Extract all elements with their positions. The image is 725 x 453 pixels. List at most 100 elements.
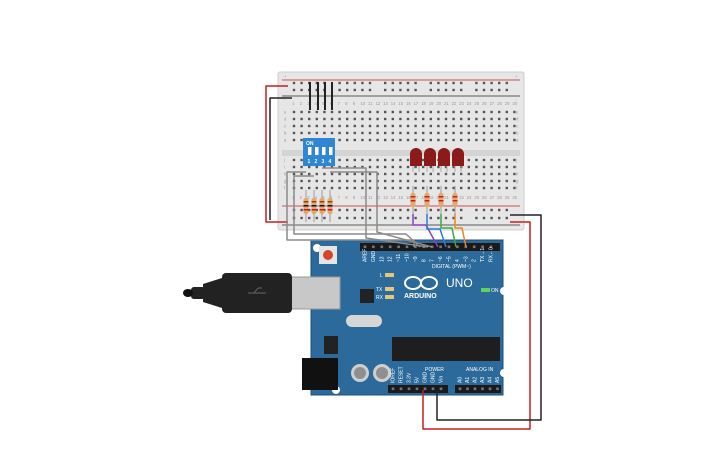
header-pin[interactable] — [414, 245, 417, 249]
breadboard-hole[interactable] — [467, 124, 470, 128]
header-pin[interactable] — [447, 245, 451, 249]
breadboard-hole[interactable] — [467, 179, 470, 183]
rail-hole[interactable] — [315, 208, 318, 212]
breadboard-hole[interactable] — [292, 172, 296, 176]
breadboard-hole[interactable] — [323, 117, 326, 121]
rail-hole[interactable] — [384, 88, 387, 92]
rail-hole[interactable] — [308, 216, 311, 220]
breadboard-hole[interactable] — [482, 165, 486, 169]
rail-hole[interactable] — [460, 208, 463, 212]
breadboard-hole[interactable] — [292, 165, 296, 169]
rail-hole[interactable] — [444, 216, 448, 220]
rail-hole[interactable] — [300, 81, 303, 85]
breadboard-hole[interactable] — [444, 110, 448, 114]
rail-hole[interactable] — [490, 81, 493, 85]
breadboard-hole[interactable] — [452, 131, 455, 135]
wire-purple[interactable] — [412, 214, 439, 248]
breadboard-hole[interactable] — [300, 110, 303, 114]
breadboard-hole[interactable] — [338, 124, 341, 128]
wire-green[interactable] — [440, 214, 457, 248]
breadboard-hole[interactable] — [482, 117, 486, 121]
breadboard-hole[interactable] — [429, 179, 432, 183]
breadboard-hole[interactable] — [482, 131, 486, 135]
breadboard-hole[interactable] — [308, 110, 311, 114]
breadboard-hole[interactable] — [353, 138, 356, 142]
breadboard-hole[interactable] — [346, 179, 349, 183]
breadboard-hole[interactable] — [460, 117, 463, 121]
breadboard-hole[interactable] — [391, 158, 394, 162]
breadboard-hole[interactable] — [368, 172, 372, 176]
breadboard-hole[interactable] — [323, 172, 326, 176]
breadboard-hole[interactable] — [353, 110, 356, 114]
breadboard-hole[interactable] — [467, 117, 470, 121]
rail-hole[interactable] — [368, 81, 372, 85]
breadboard-hole[interactable] — [513, 117, 516, 121]
breadboard-hole[interactable] — [384, 186, 387, 190]
breadboard-hole[interactable] — [505, 138, 508, 142]
wire-red-right[interactable] — [422, 221, 531, 430]
resistor[interactable] — [424, 186, 430, 214]
breadboard-hole[interactable] — [315, 179, 318, 183]
breadboard-hole[interactable] — [330, 117, 334, 121]
breadboard-hole[interactable] — [505, 117, 508, 121]
breadboard-hole[interactable] — [467, 158, 470, 162]
breadboard-hole[interactable] — [452, 110, 455, 114]
breadboard-hole[interactable] — [308, 165, 311, 169]
breadboard-hole[interactable] — [376, 131, 379, 135]
breadboard-hole[interactable] — [300, 131, 303, 135]
breadboard-hole[interactable] — [384, 124, 387, 128]
header-pin[interactable] — [472, 245, 476, 249]
rail-hole[interactable] — [391, 88, 394, 92]
breadboard-hole[interactable] — [505, 158, 508, 162]
breadboard-hole[interactable] — [460, 138, 463, 142]
rail-hole[interactable] — [338, 88, 341, 92]
breadboard-hole[interactable] — [513, 138, 516, 142]
breadboard-hole[interactable] — [513, 131, 516, 135]
led-2[interactable] — [424, 148, 436, 172]
breadboard-hole[interactable] — [308, 186, 311, 190]
rail-hole[interactable] — [391, 216, 394, 220]
breadboard-hole[interactable] — [323, 124, 326, 128]
rail-hole[interactable] — [391, 208, 394, 212]
breadboard-hole[interactable] — [399, 110, 402, 114]
dip-toggle-3[interactable] — [322, 147, 326, 155]
breadboard-hole[interactable] — [498, 186, 501, 190]
rail-hole[interactable] — [338, 208, 341, 212]
breadboard-hole[interactable] — [384, 165, 387, 169]
breadboard-hole[interactable] — [384, 179, 387, 183]
rail-hole[interactable] — [429, 208, 432, 212]
breadboard-hole[interactable] — [422, 138, 425, 142]
breadboard-hole[interactable] — [376, 158, 379, 162]
breadboard-hole[interactable] — [361, 138, 364, 142]
rail-hole[interactable] — [292, 81, 296, 85]
breadboard-hole[interactable] — [498, 179, 501, 183]
rail-hole[interactable] — [498, 216, 501, 220]
resistor[interactable] — [327, 190, 333, 222]
breadboard-hole[interactable] — [323, 165, 326, 169]
breadboard-hole[interactable] — [437, 131, 440, 135]
breadboard-hole[interactable] — [490, 186, 493, 190]
breadboard-hole[interactable] — [444, 165, 448, 169]
breadboard-hole[interactable] — [498, 117, 501, 121]
rail-hole[interactable] — [505, 81, 508, 85]
breadboard-hole[interactable] — [467, 165, 470, 169]
breadboard-hole[interactable] — [406, 124, 410, 128]
rail-hole[interactable] — [368, 208, 372, 212]
header-pin[interactable] — [473, 387, 477, 391]
rail-hole[interactable] — [346, 81, 349, 85]
breadboard-hole[interactable] — [368, 124, 372, 128]
dip-toggle-1[interactable] — [308, 147, 312, 155]
header-pin[interactable] — [488, 387, 492, 391]
rail-hole[interactable] — [452, 81, 455, 85]
wire-black-left[interactable] — [269, 97, 292, 220]
rail-hole[interactable] — [498, 81, 501, 85]
breadboard-hole[interactable] — [391, 131, 394, 135]
breadboard-hole[interactable] — [353, 117, 356, 121]
breadboard-hole[interactable] — [292, 158, 296, 162]
rail-hole[interactable] — [353, 81, 356, 85]
breadboard-hole[interactable] — [490, 110, 493, 114]
breadboard-hole[interactable] — [406, 110, 410, 114]
breadboard-hole[interactable] — [475, 124, 478, 128]
breadboard-hole[interactable] — [437, 110, 440, 114]
breadboard-hole[interactable] — [467, 186, 470, 190]
